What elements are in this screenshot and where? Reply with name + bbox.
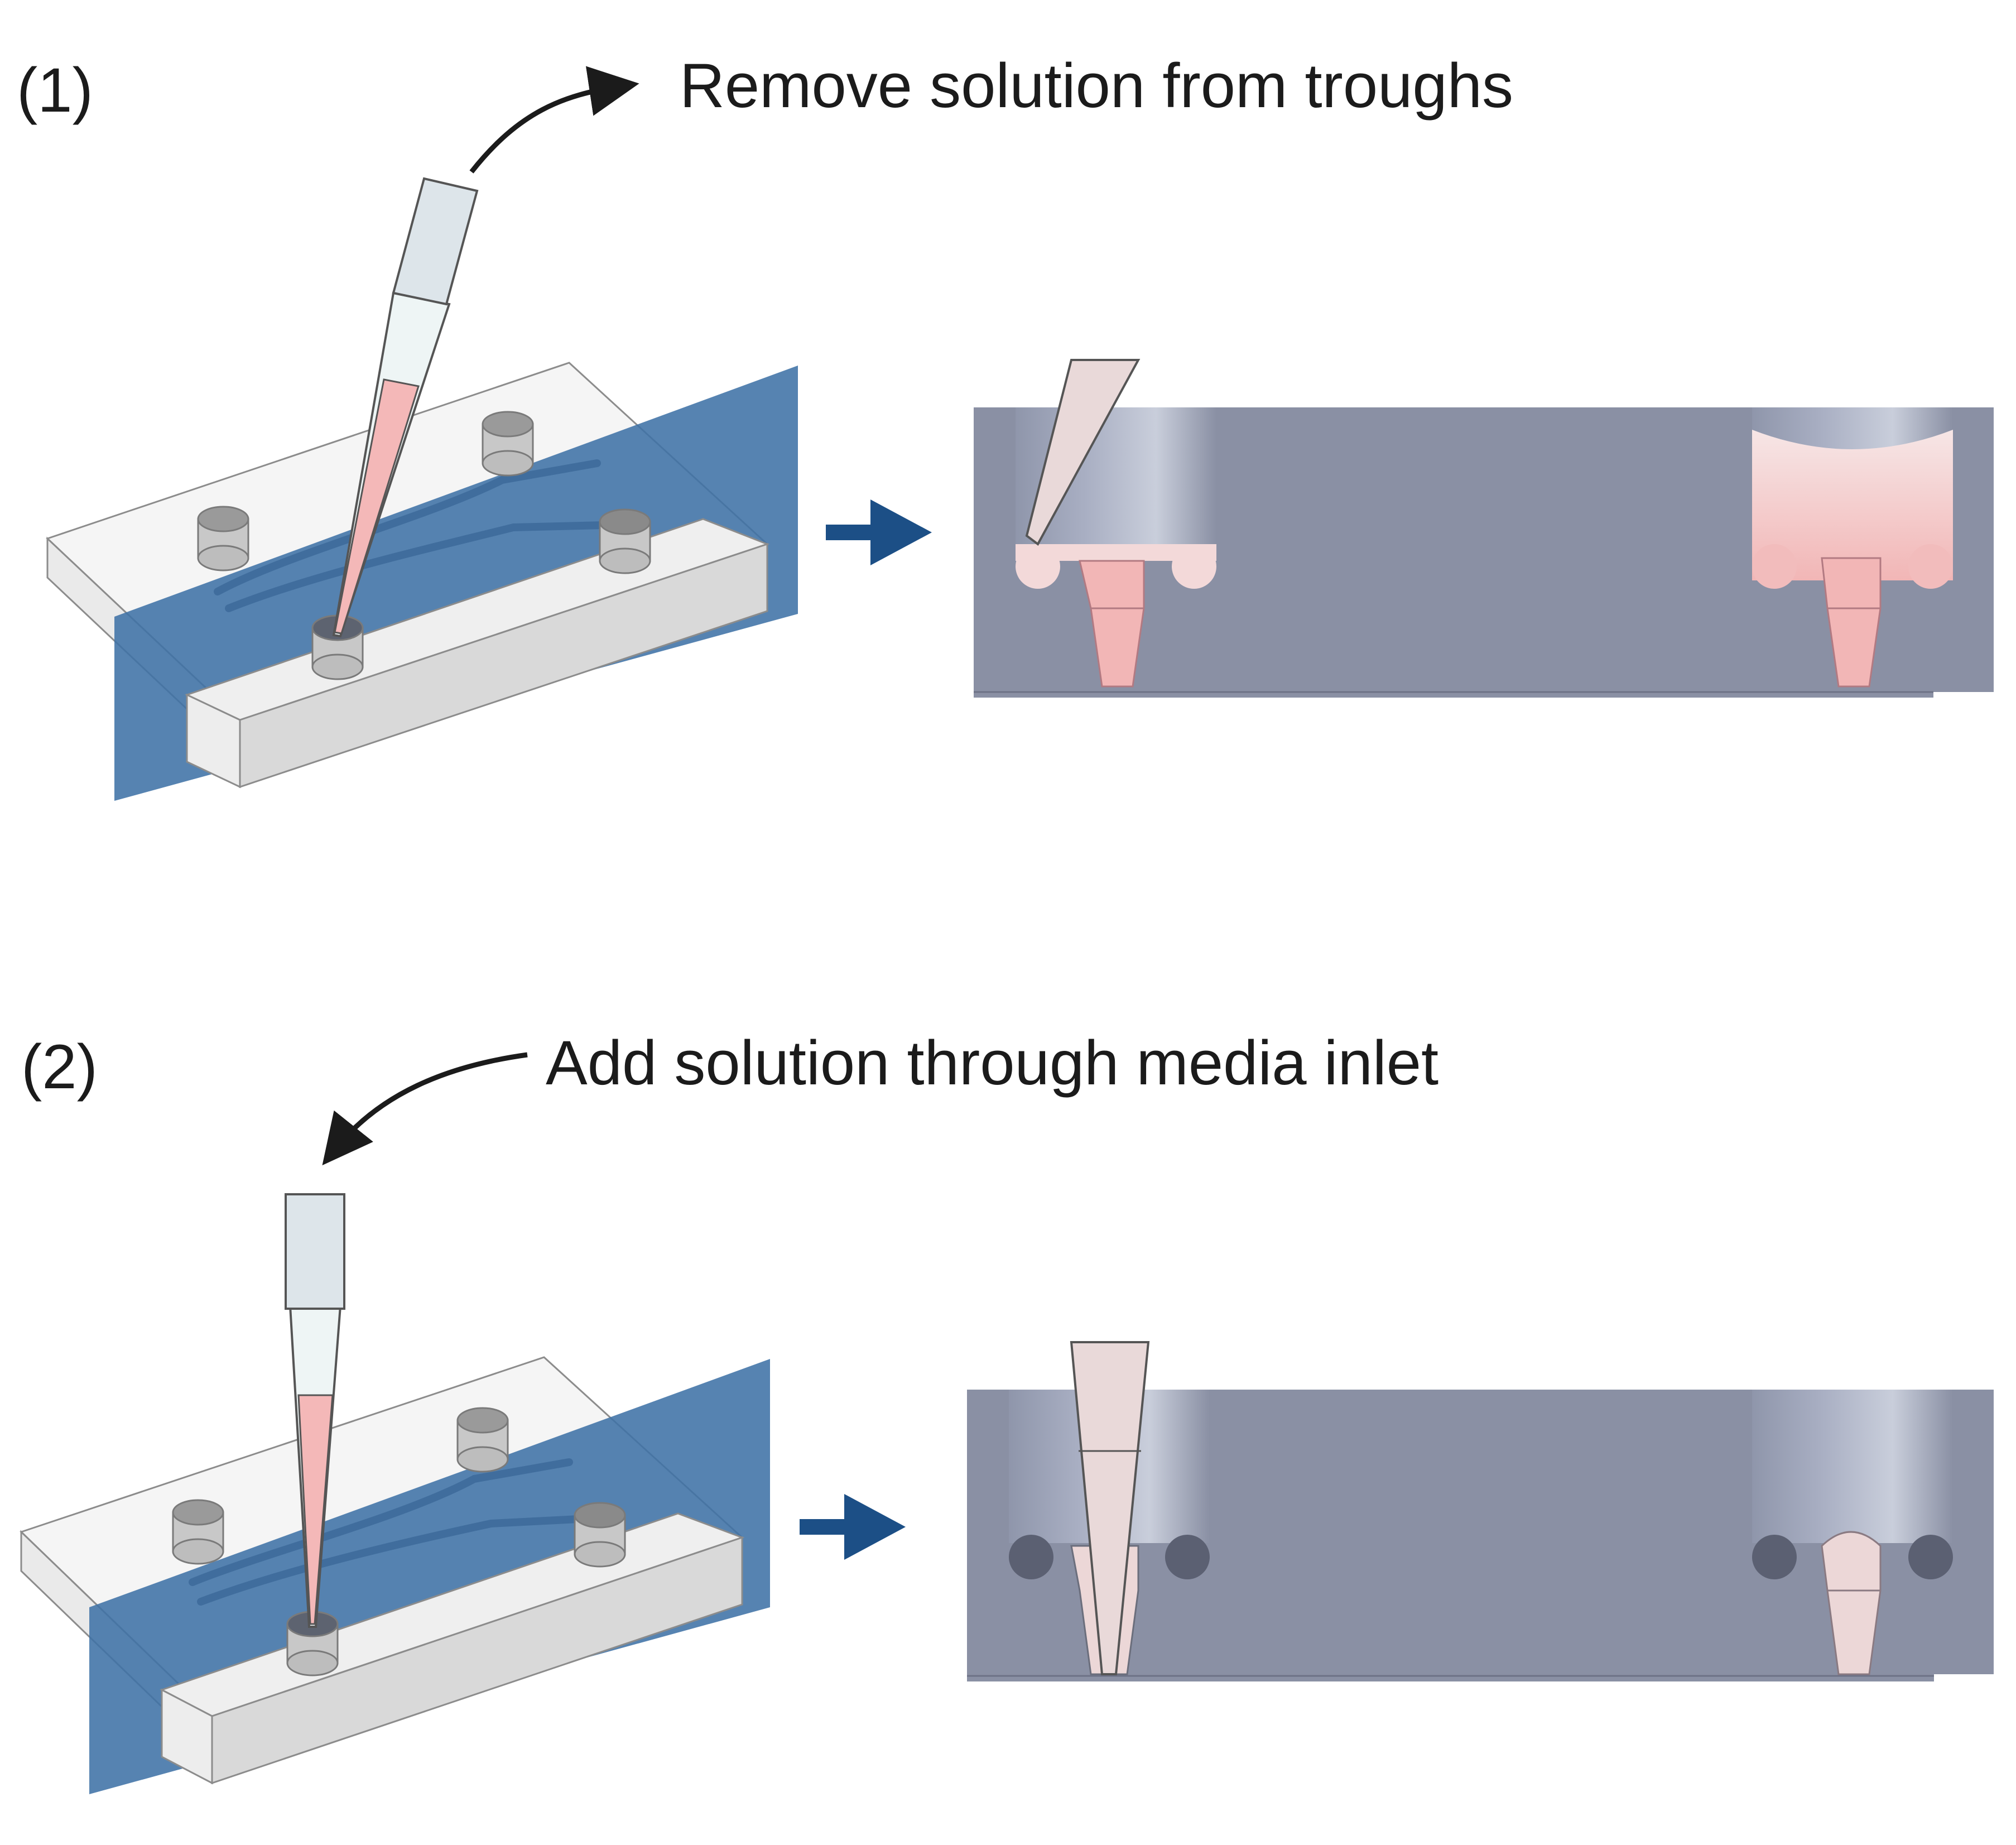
step-2-right-arrow — [800, 1494, 906, 1560]
left-trough — [1009, 1341, 1210, 1675]
pipette-fluid — [334, 378, 420, 635]
left-trough — [1016, 359, 1216, 688]
well-back-right — [456, 1407, 509, 1473]
chip-front-bar-side — [239, 542, 768, 789]
well-back-left — [197, 506, 249, 571]
step-2-number: (2) — [21, 1032, 98, 1102]
pipette-barrel — [392, 177, 479, 306]
step-1-curved-arrow — [469, 66, 639, 174]
step-1-section-pipette-tip — [1025, 359, 1141, 546]
chip-front-bar-side — [211, 1536, 743, 1785]
step-2-section-pipette-tip — [1070, 1341, 1150, 1675]
well-front-right — [599, 508, 651, 574]
well-front-right — [574, 1502, 626, 1568]
step-2-instruction: Add solution through media inlet — [546, 1028, 1438, 1098]
step-1-right-arrow — [826, 499, 932, 565]
step-1-number: (1) — [17, 55, 93, 125]
right-trough — [1752, 407, 1953, 688]
well-back-right — [482, 411, 534, 477]
right-inlet — [1821, 1531, 1882, 1675]
step-1: (1) Remove solution from troughs — [17, 51, 1994, 801]
step-2: (2) Add solution through media inlet — [20, 1028, 1994, 1794]
step-1-pipette — [332, 177, 479, 638]
pipette-fluid — [297, 1394, 334, 1625]
step-2-cross-section — [967, 1341, 1994, 1681]
step-2-pipette — [285, 1193, 345, 1628]
step-2-chip-illustration — [20, 1193, 770, 1794]
step-2-curved-arrow — [322, 1052, 528, 1166]
well-front-left — [311, 614, 364, 680]
step-1-instruction: Remove solution from troughs — [680, 51, 1513, 121]
well-back-left — [172, 1499, 224, 1565]
right-trough — [1752, 1390, 1953, 1675]
step-1-chip-illustration — [46, 177, 798, 801]
pipette-barrel — [285, 1193, 345, 1310]
step-1-cross-section — [974, 359, 1994, 698]
